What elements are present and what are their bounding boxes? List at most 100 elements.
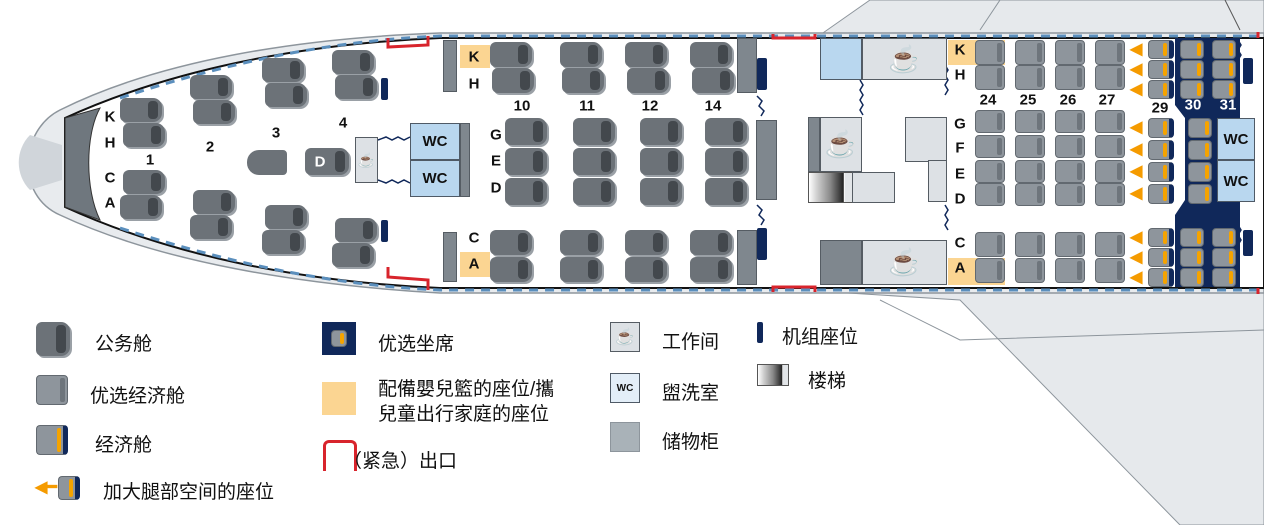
seat-economy[interactable]	[1055, 160, 1085, 183]
seat-preferred[interactable]	[1212, 268, 1236, 287]
seat-business[interactable]	[573, 178, 615, 205]
seat-preferred[interactable]	[1180, 268, 1204, 287]
seat-economy[interactable]	[1095, 232, 1125, 257]
seat-economy[interactable]	[1095, 135, 1125, 158]
seat-extra-legroom[interactable]	[1148, 140, 1174, 160]
seat-economy[interactable]	[1055, 40, 1085, 65]
seat-extra-legroom[interactable]	[1148, 248, 1174, 267]
seat-preferred[interactable]	[1188, 162, 1212, 182]
seat-business[interactable]	[505, 178, 547, 205]
seat-business[interactable]	[123, 123, 165, 147]
seat-letter[interactable]: D	[314, 153, 326, 171]
seat-preferred[interactable]	[1188, 140, 1212, 160]
seat-business[interactable]	[573, 148, 615, 175]
seat-economy[interactable]	[1015, 65, 1045, 90]
seat-preferred[interactable]	[1180, 80, 1204, 99]
seat-economy[interactable]	[1055, 65, 1085, 90]
seat-economy[interactable]	[975, 232, 1005, 257]
seat-business[interactable]	[573, 118, 615, 145]
seat-business[interactable]	[332, 243, 374, 267]
seat-extra-legroom[interactable]	[1148, 184, 1174, 204]
seat-preferred[interactable]	[1212, 60, 1236, 79]
seat-economy[interactable]	[975, 183, 1005, 206]
seat-economy[interactable]	[975, 258, 1005, 283]
seat-business[interactable]	[505, 118, 547, 145]
seat-business[interactable]	[332, 50, 374, 74]
seat-economy[interactable]	[1095, 160, 1125, 183]
seat-preferred[interactable]	[1212, 228, 1236, 247]
seat-business[interactable]	[640, 178, 682, 205]
seat-economy[interactable]	[1055, 183, 1085, 206]
seat-economy[interactable]	[975, 135, 1005, 158]
seat-business[interactable]	[492, 68, 534, 93]
seat-economy[interactable]	[1095, 40, 1125, 65]
seat-economy[interactable]	[1055, 110, 1085, 133]
seat-economy[interactable]	[1055, 135, 1085, 158]
seat-economy[interactable]	[1015, 232, 1045, 257]
seat-extra-legroom[interactable]	[1148, 162, 1174, 182]
seat-economy[interactable]	[975, 40, 1005, 65]
seat-business[interactable]	[560, 230, 602, 255]
seat-economy[interactable]	[1095, 110, 1125, 133]
seat-preferred[interactable]	[1180, 40, 1204, 59]
seat-business[interactable]	[490, 42, 532, 67]
seat-economy[interactable]	[1015, 258, 1045, 283]
seat-economy[interactable]	[1015, 135, 1045, 158]
seat-business[interactable]	[190, 75, 232, 99]
seat-business[interactable]	[705, 118, 747, 145]
seat-economy[interactable]	[975, 65, 1005, 90]
seat-economy[interactable]	[975, 110, 1005, 133]
seat-business[interactable]	[627, 68, 669, 93]
seat-economy[interactable]	[975, 160, 1005, 183]
seat-business[interactable]	[690, 42, 732, 67]
seat-economy[interactable]	[1095, 183, 1125, 206]
seat-extra-legroom[interactable]	[1148, 60, 1174, 79]
seat-business[interactable]	[335, 218, 377, 242]
seat-business[interactable]	[705, 178, 747, 205]
seat-economy[interactable]	[1015, 160, 1045, 183]
seat-business[interactable]	[490, 257, 532, 282]
seat-economy[interactable]	[1015, 110, 1045, 133]
seat-business-d[interactable]	[305, 148, 349, 175]
seat-business[interactable]	[690, 230, 732, 255]
seat-business[interactable]	[120, 195, 162, 219]
seat-business[interactable]	[120, 98, 162, 122]
seat-business[interactable]	[193, 100, 235, 124]
seat-extra-legroom[interactable]	[1148, 80, 1174, 99]
seat-extra-legroom[interactable]	[1148, 268, 1174, 287]
seat-economy[interactable]	[1015, 40, 1045, 65]
seat-business[interactable]	[625, 257, 667, 282]
seat-business[interactable]	[625, 230, 667, 255]
seat-business[interactable]	[262, 58, 304, 82]
seat-business[interactable]	[490, 230, 532, 255]
seat-business[interactable]	[690, 257, 732, 282]
seat-business[interactable]	[692, 68, 734, 93]
seat-economy[interactable]	[1055, 232, 1085, 257]
seat-business[interactable]	[265, 205, 307, 229]
seat-economy[interactable]	[1055, 258, 1085, 283]
seat-preferred[interactable]	[1212, 80, 1236, 99]
seat-extra-legroom[interactable]	[1148, 40, 1174, 59]
seat-preferred[interactable]	[1188, 118, 1212, 138]
seat-business[interactable]	[190, 215, 232, 239]
seat-business[interactable]	[262, 230, 304, 254]
seat-business[interactable]	[265, 83, 307, 107]
seat-preferred[interactable]	[1188, 184, 1212, 204]
seat-economy[interactable]	[1095, 65, 1125, 90]
seat-economy[interactable]	[1095, 258, 1125, 283]
seat-business[interactable]	[335, 75, 377, 99]
seat-preferred[interactable]	[1212, 248, 1236, 267]
seat-extra-legroom[interactable]	[1148, 118, 1174, 138]
seat-economy[interactable]	[1015, 183, 1045, 206]
seat-business[interactable]	[560, 42, 602, 67]
seat-business[interactable]	[123, 170, 165, 194]
seat-business[interactable]	[193, 190, 235, 214]
seat-business[interactable]	[560, 257, 602, 282]
seat-preferred[interactable]	[1180, 228, 1204, 247]
seat-business[interactable]	[705, 148, 747, 175]
seat-business[interactable]	[505, 148, 547, 175]
seat-business[interactable]	[625, 42, 667, 67]
seat-business[interactable]	[640, 148, 682, 175]
seat-preferred[interactable]	[1180, 60, 1204, 79]
seat-extra-legroom[interactable]	[1148, 228, 1174, 247]
